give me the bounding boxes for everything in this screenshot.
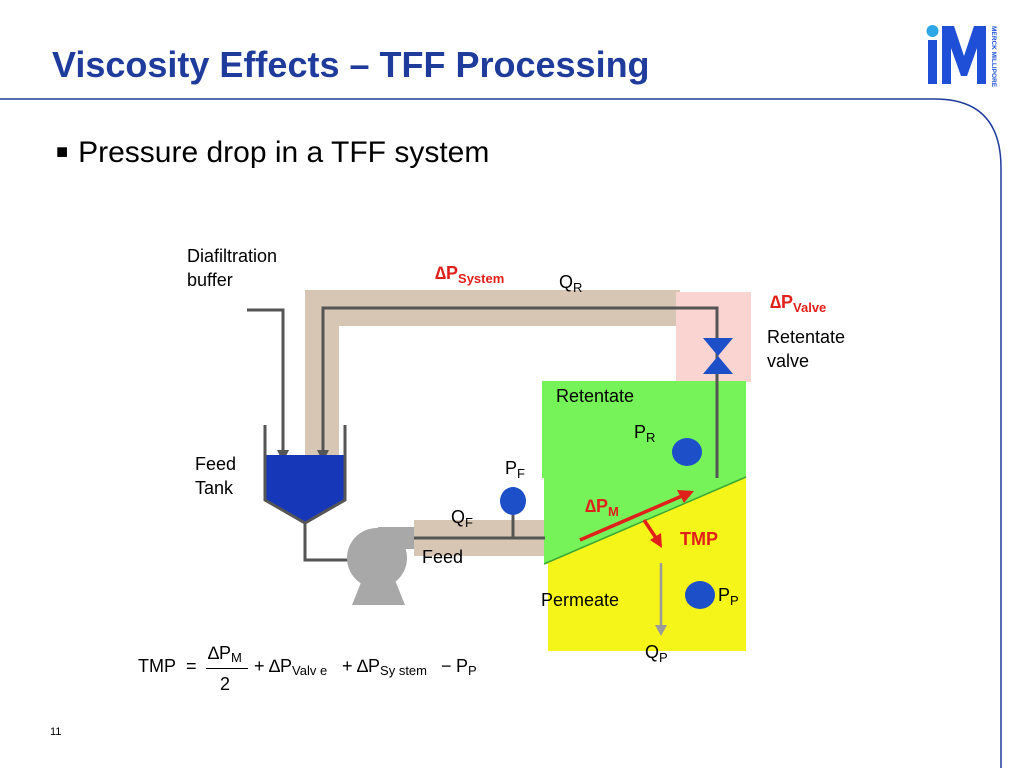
diafiltration-label-line2: buffer: [187, 270, 233, 290]
pr-main: P: [634, 422, 647, 442]
formula-num-main: ∆P: [208, 643, 232, 663]
qr-main: Q: [559, 272, 574, 292]
formula-t4-main: P: [456, 656, 469, 676]
feed-tank-line2: Tank: [195, 478, 234, 498]
diafiltration-buffer-label: Diafiltration buffer: [187, 244, 277, 292]
feed-tank-label: Feed Tank: [195, 452, 236, 500]
pressure-gauge-retentate: [672, 438, 702, 466]
formula-pp: PP: [456, 656, 477, 678]
bullet-marker: ■: [56, 141, 69, 163]
dp-system-sub: System: [458, 271, 505, 286]
qp-main: Q: [645, 642, 660, 662]
qf-main: Q: [451, 507, 466, 527]
retentate-chamber: [542, 381, 746, 478]
qr-label: QR: [559, 270, 582, 300]
dp-valve-sub: Valve: [793, 300, 827, 315]
formula-t3-main: ∆P: [357, 656, 381, 676]
qr-sub: R: [573, 280, 583, 295]
permeate-label: Permeate: [541, 590, 620, 610]
feed-tank-line1: Feed: [195, 454, 237, 474]
dp-system-label: ∆PSystem: [435, 261, 504, 291]
tmp-label: TMP: [680, 529, 718, 549]
dp-valve-symbol: ∆P: [770, 292, 794, 312]
pp-main: P: [718, 585, 731, 605]
retentate-valve-label: Retentate valve: [767, 325, 845, 373]
diafiltration-label-line1: Diafiltration: [187, 246, 278, 266]
pf-label: PF: [505, 456, 525, 486]
bullet-item: ■ Pressure drop in a TFF system: [56, 136, 489, 170]
qf-sub: F: [465, 515, 473, 530]
page-number: 11: [50, 726, 62, 738]
formula-plus-2: +: [342, 656, 353, 676]
logo-text: MERCK MILLIPORE: [990, 26, 997, 88]
dpm-sub: M: [608, 504, 619, 519]
feed-tank: [263, 425, 347, 525]
pressure-gauge-permeate: [685, 581, 715, 609]
formula-t2-main: ∆P: [269, 656, 293, 676]
dpm-label: ∆PM: [585, 494, 619, 524]
formula-lhs: TMP: [138, 656, 176, 676]
formula-equals: =: [186, 656, 197, 676]
formula-numerator: ∆PM: [208, 643, 242, 665]
retentate-valve-line2: valve: [767, 351, 810, 371]
qp-sub: P: [659, 650, 668, 665]
formula-fraction-bar: [206, 668, 248, 669]
retentate-label: Retentate: [556, 386, 635, 406]
formula-denominator: 2: [220, 674, 231, 694]
feed-pump: [347, 527, 414, 605]
retentate-valve-symbol: [703, 338, 733, 374]
dp-system-symbol: ∆P: [435, 263, 459, 283]
formula-minus: −: [441, 656, 452, 676]
formula-num-sub: M: [231, 650, 242, 665]
tmp-arrow: [650, 533, 662, 548]
formula-dp-system: ∆PSy stem: [357, 656, 427, 678]
formula-t4-sub: P: [468, 663, 477, 678]
membrane-pressure-arrow: [677, 490, 694, 503]
permeate-flow-arrow: [655, 625, 667, 636]
pf-sub: F: [517, 466, 525, 481]
bullet-text: Pressure drop in a TFF system: [78, 136, 490, 169]
dp-valve-label: ∆PValve: [770, 290, 826, 320]
dpm-symbol: ∆P: [585, 496, 609, 516]
merck-millipore-logo: MERCK MILLIPORE: [926, 25, 997, 88]
qf-label: QF: [451, 505, 473, 535]
pr-sub: R: [646, 430, 656, 445]
formula-dp-valve: ∆PValv e: [269, 656, 327, 678]
permeate-chamber: [548, 564, 746, 651]
qp-label: QP: [645, 640, 668, 670]
formula-t2-sub: Valv e: [292, 663, 328, 678]
formula-plus-1: +: [254, 656, 265, 676]
retentate-valve-line1: Retentate: [767, 327, 846, 347]
tmp-formula: TMP = ∆PM 2 + ∆PValv e + ∆PSy stem − PP: [138, 640, 498, 700]
pp-sub: P: [730, 593, 739, 608]
pp-label: PP: [718, 583, 739, 613]
formula-t3-sub: Sy stem: [380, 663, 427, 678]
process-piping: [247, 306, 719, 562]
pressure-gauge-feed: [500, 487, 526, 515]
feed-label: Feed: [422, 547, 464, 567]
pf-main: P: [505, 458, 518, 478]
pr-label: PR: [634, 420, 655, 450]
page-title: Viscosity Effects – TFF Processing: [52, 44, 650, 85]
